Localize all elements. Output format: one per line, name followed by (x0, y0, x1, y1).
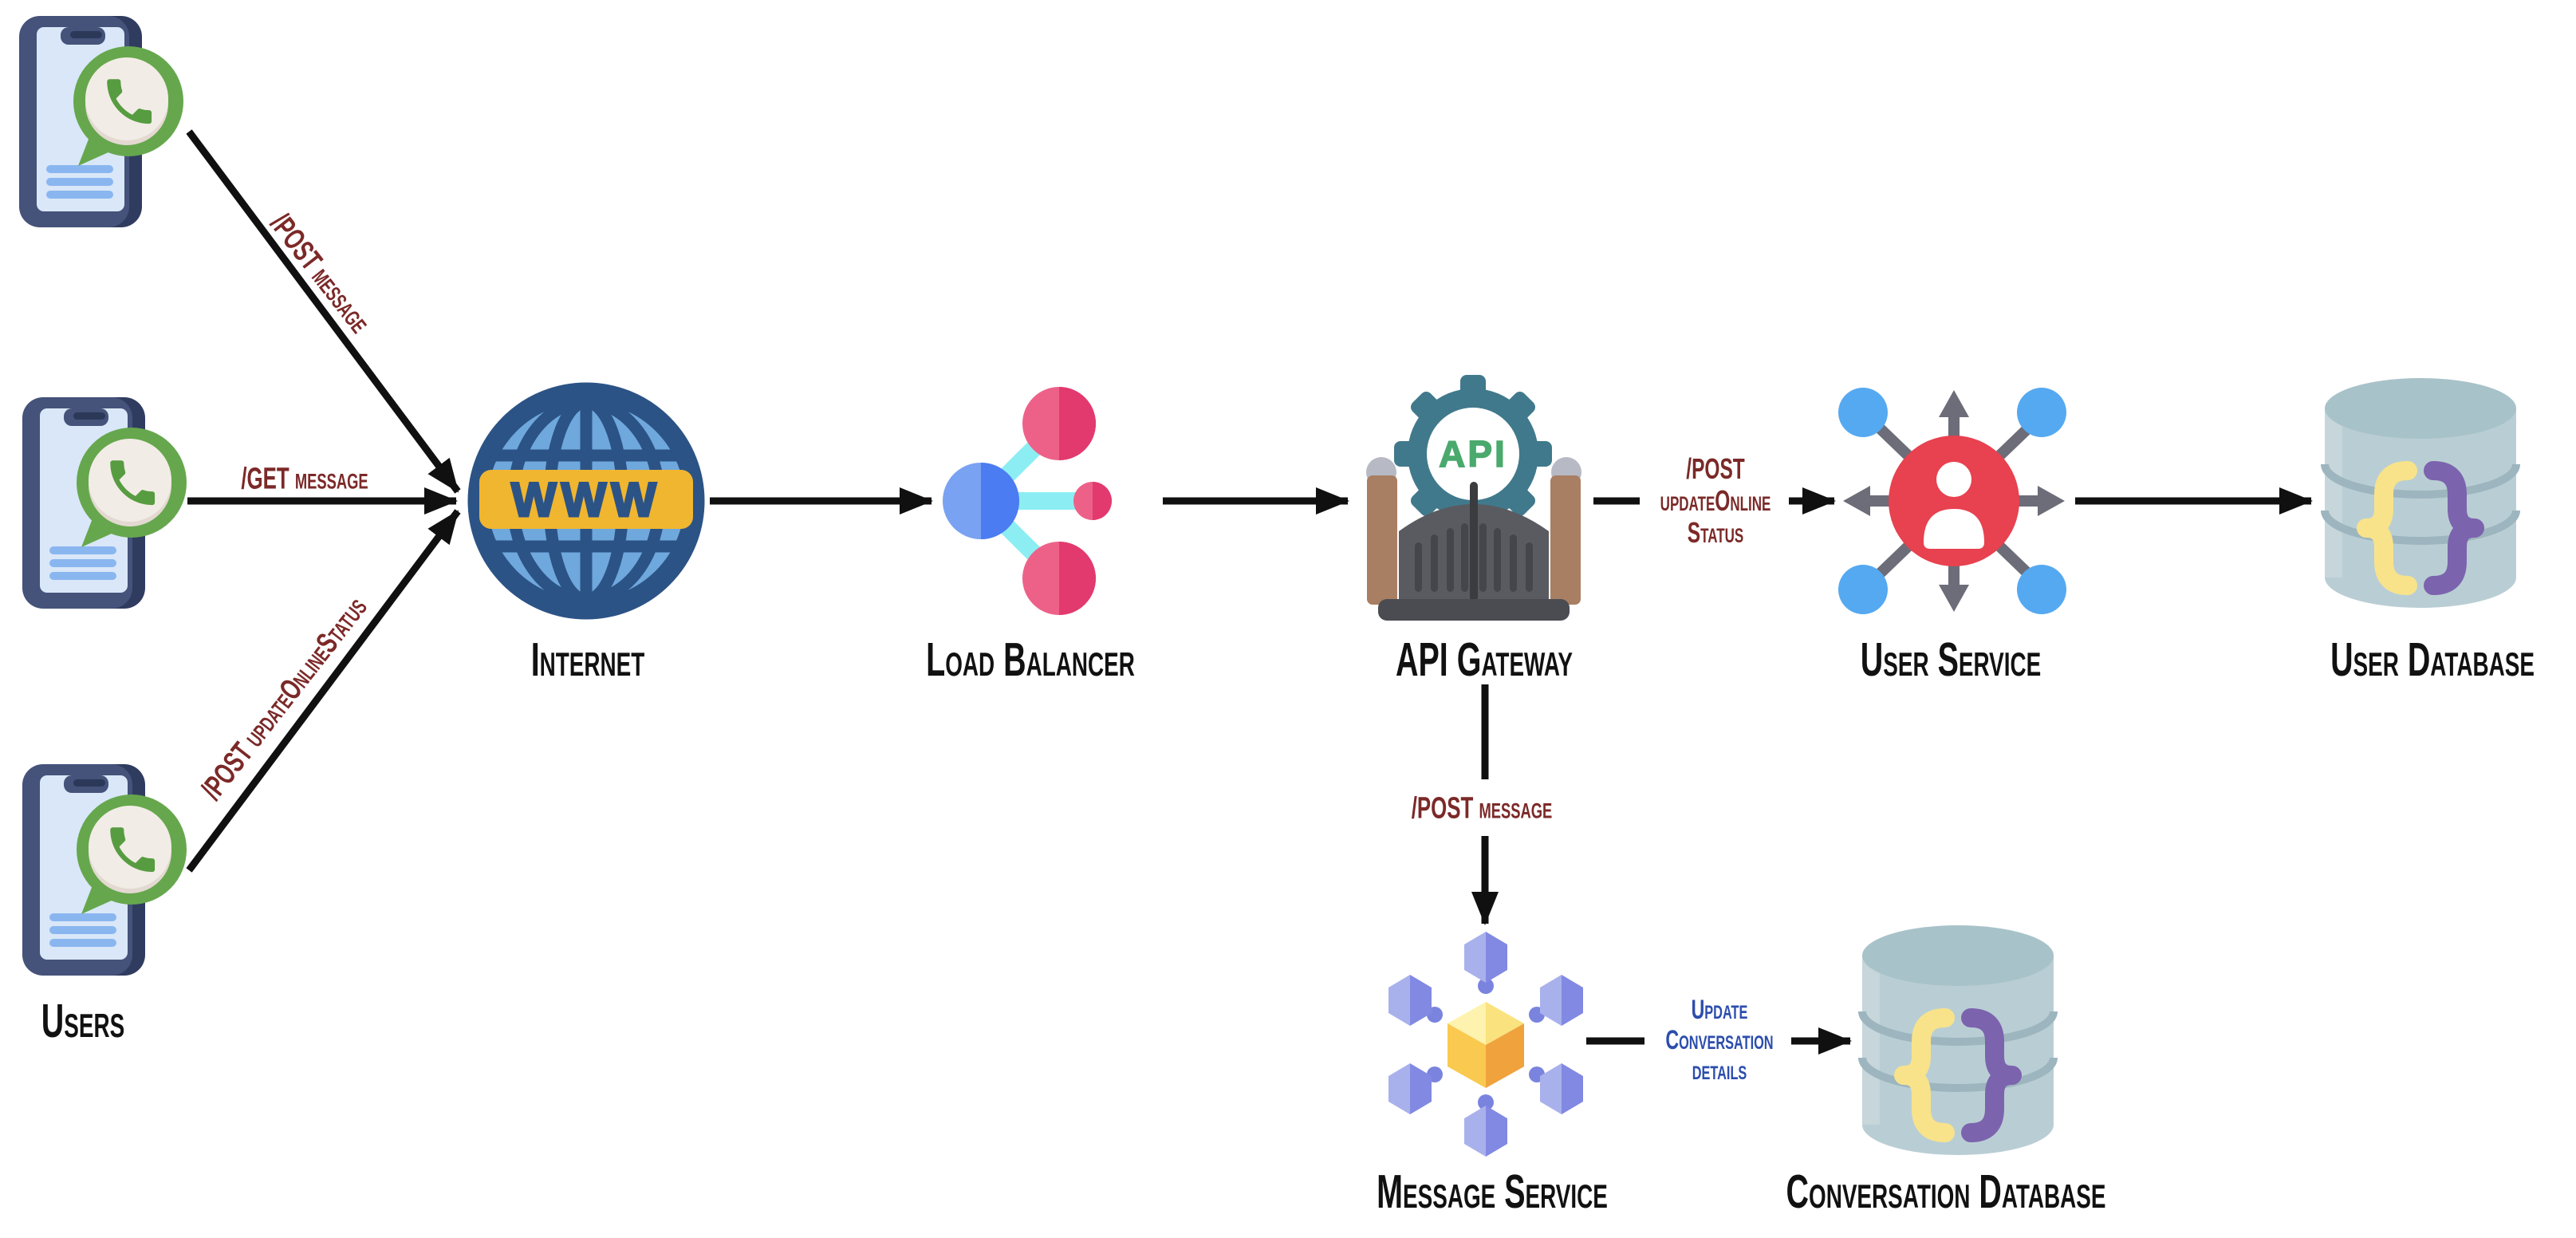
message-service-icon (1388, 932, 1583, 1157)
message-service-label: Message Service (1377, 1165, 1608, 1219)
arrow-user3-internet (186, 509, 461, 873)
braces-icon (1894, 1008, 2022, 1142)
edge-label-line: /POST (1686, 452, 1745, 485)
arrow-user1-internet (186, 129, 461, 494)
edge-label-gateway-post-message: /POST message (1411, 791, 1553, 826)
gate-icon (1366, 457, 1581, 621)
www-banner-text: WWW (511, 473, 661, 526)
internet-globe-icon: WWW (467, 382, 705, 620)
hex-nodes (1388, 932, 1583, 1157)
edge-label-line: Update (1691, 995, 1748, 1025)
api-gear-text: API (1439, 433, 1507, 475)
edge-label-gateway-userservice: /POST updateOnline Status (1660, 453, 1771, 549)
user-icon (1924, 462, 1984, 549)
internet-label: Internet (530, 633, 645, 687)
user-service-label: User Service (1860, 633, 2042, 687)
users-label: Users (41, 994, 125, 1048)
whatsapp-logo-icon (77, 428, 187, 547)
cube-icon (1448, 1002, 1524, 1088)
api-gateway-label: API Gateway (1395, 633, 1574, 687)
user-database-icon (2321, 378, 2520, 608)
conversation-database-icon (1858, 925, 2058, 1155)
whatsapp-phone-icon (19, 16, 183, 227)
braces-icon (2357, 461, 2484, 595)
user-service-icon (1838, 388, 2066, 614)
api-gateway-icon: API (1366, 375, 1581, 621)
edge-label-get-message: /GET message (241, 462, 368, 496)
edge-label-line: Conversation (1665, 1025, 1774, 1055)
edge-label-update-conversation: Update Conversation details (1665, 995, 1773, 1086)
whatsapp-logo-icon (77, 794, 187, 914)
edge-label-line: details (1692, 1055, 1747, 1086)
whatsapp-logo-icon (73, 46, 183, 166)
whatsapp-phone-icon (22, 764, 187, 976)
edge-label-line: Status (1687, 516, 1744, 549)
edge-label-line: updateOnline (1660, 484, 1771, 517)
load-balancer-label: Load Balancer (926, 633, 1135, 687)
api-gear-icon: API (1394, 375, 1552, 533)
user-database-label: User Database (2330, 633, 2535, 687)
conversation-database-label: Conversation Database (1786, 1165, 2106, 1219)
load-balancer-icon (943, 387, 1112, 615)
whatsapp-phone-icon (22, 397, 187, 609)
